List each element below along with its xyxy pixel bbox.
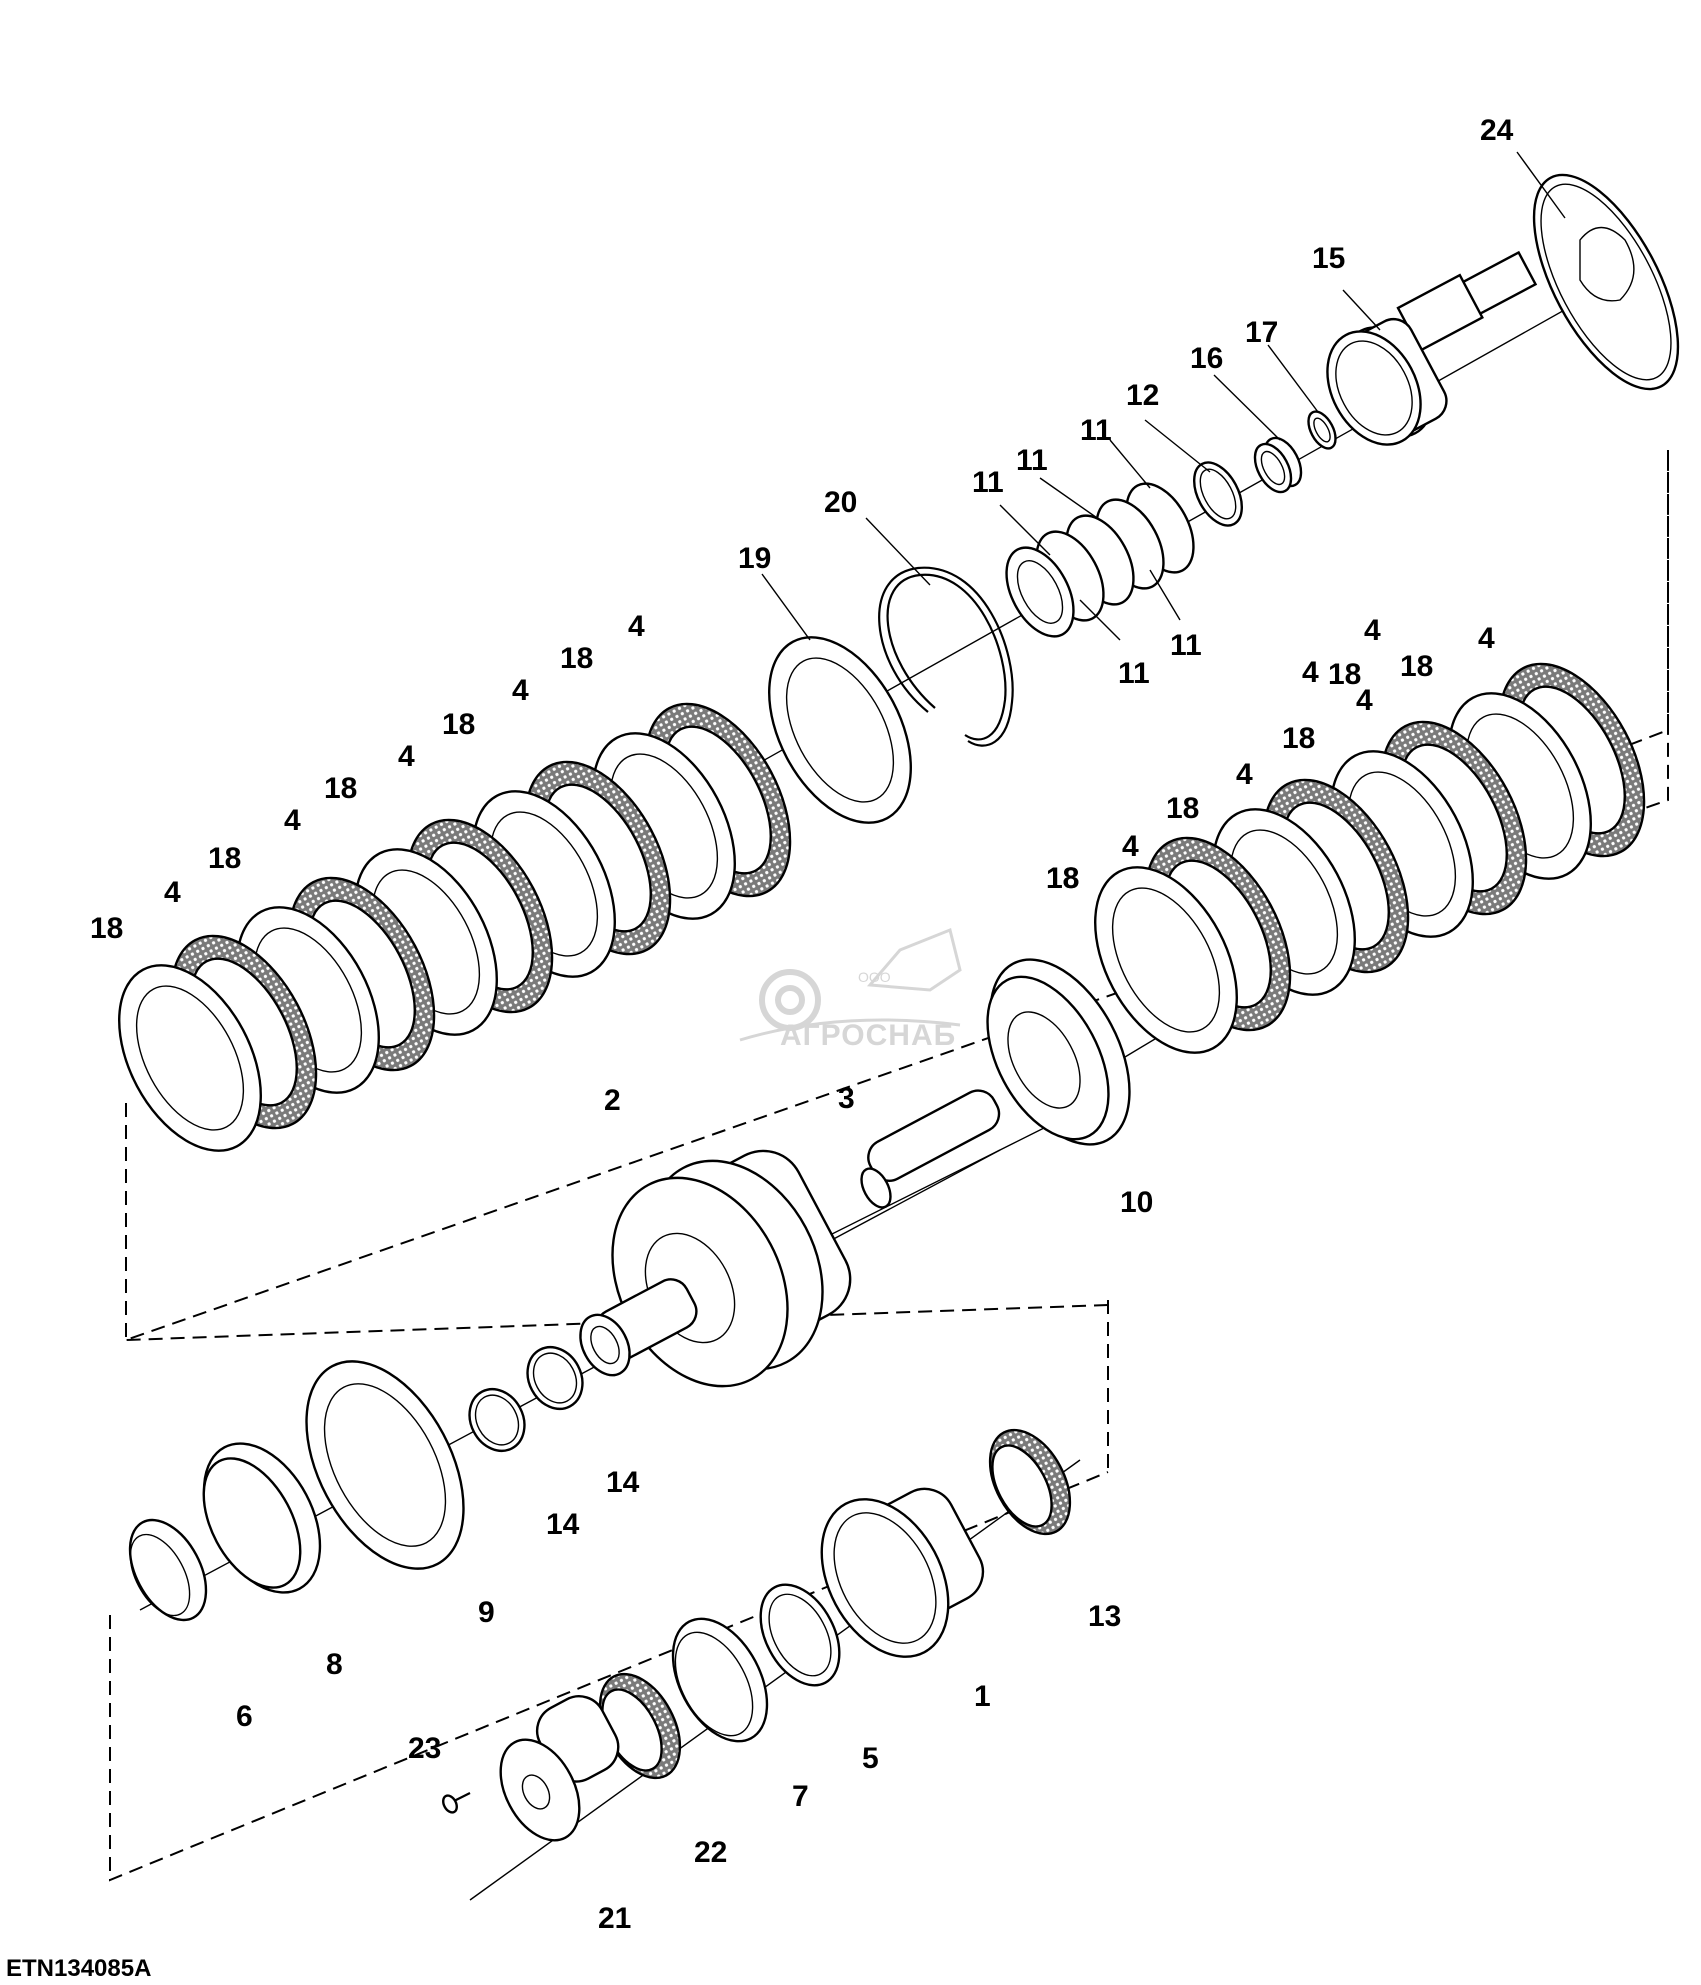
callout-label: 18	[1282, 722, 1315, 755]
part-3-shaft	[860, 1089, 1001, 1209]
callout-label: 8	[326, 1648, 343, 1681]
callout-label: 14	[606, 1466, 640, 1499]
part-24-plate	[1532, 173, 1680, 391]
callout-label: 4	[164, 876, 181, 909]
callout-label: 4	[284, 804, 301, 837]
callout-label: 21	[598, 1902, 631, 1935]
callout-label: 4	[1356, 684, 1373, 717]
callout-label: 4	[628, 610, 645, 643]
callout-label: 20	[824, 486, 857, 519]
part-19-plate	[768, 636, 912, 824]
callout-label: 12	[1126, 379, 1159, 412]
callout-label: 4	[398, 740, 415, 773]
part-6-ring	[128, 1518, 208, 1622]
callout-label: 1	[974, 1680, 991, 1713]
callout-label: 10	[1120, 1186, 1153, 1219]
callout-label: 18	[1046, 862, 1079, 895]
callout-label: 22	[694, 1836, 727, 1869]
watermark-sub: ООО	[858, 969, 891, 985]
callout-label: 17	[1245, 316, 1278, 349]
callout-label: 2	[604, 1084, 621, 1117]
callout-label: 7	[792, 1780, 809, 1813]
callout-label: 24	[1480, 114, 1514, 147]
callout-label: 3	[838, 1082, 855, 1115]
upper-clutch-pack	[118, 702, 792, 1152]
part-20-split-ring	[878, 566, 1014, 747]
callout-label: 11	[972, 466, 1004, 499]
callout-label: 13	[1088, 1600, 1121, 1633]
callout-labels: 24 15 17 16 12 11 11 11 11 11 20 19 4 18…	[90, 114, 1514, 1935]
watermark-logo: ООО АГРОСНАБ	[739, 927, 962, 1052]
callout-label: 4	[1122, 830, 1139, 863]
callout-label: 9	[478, 1596, 495, 1629]
part-16-bushing	[1253, 436, 1303, 494]
callout-label: 4	[512, 674, 529, 707]
part-14-orings	[468, 1346, 584, 1452]
callout-label: 18	[208, 842, 241, 875]
figure-code: ETN134085A	[6, 1955, 151, 1982]
part-9-thrust-plate	[305, 1360, 465, 1570]
callout-label: 11	[1118, 657, 1150, 690]
callout-label: 18	[1166, 792, 1199, 825]
callout-label: 18	[1400, 650, 1433, 683]
part-10-piston	[986, 958, 1131, 1146]
leader-lines	[761, 151, 1566, 641]
lower-clutch-pack	[1094, 662, 1646, 1054]
part-12-snap-ring	[1192, 461, 1244, 527]
center-axes	[139, 289, 1621, 1901]
part-13-bearing	[988, 1428, 1072, 1536]
part-23-bolt	[442, 1792, 471, 1814]
callout-label: 14	[546, 1508, 580, 1541]
part-5-ring	[759, 1583, 841, 1687]
callout-label: 4	[1302, 656, 1319, 689]
part-21-flange	[499, 1695, 620, 1842]
part-8-seal	[202, 1442, 322, 1594]
part-17-ring	[1307, 410, 1337, 450]
callout-label: 19	[738, 542, 771, 575]
callout-label: 18	[1328, 658, 1361, 691]
callout-label: 4	[1364, 614, 1381, 647]
callout-label: 11	[1016, 444, 1048, 477]
part-1-sleeve	[820, 1487, 985, 1658]
callout-label: 11	[1170, 629, 1202, 662]
callout-label: 18	[1046, 862, 1079, 895]
callout-label: 18	[560, 642, 593, 675]
part-15-drum	[1326, 250, 1538, 446]
callout-label: 5	[862, 1742, 879, 1775]
callout-label: 16	[1190, 342, 1223, 375]
callout-label: 6	[236, 1700, 253, 1733]
callout-label: 15	[1312, 242, 1345, 275]
callout-label: 23	[408, 1732, 441, 1765]
callout-label: 18	[90, 912, 123, 945]
callout-label: 4	[1478, 622, 1495, 655]
tractor-icon	[866, 927, 962, 992]
part-2-hub	[579, 1149, 852, 1388]
callout-label: 4	[1236, 758, 1253, 791]
callout-label: 18	[324, 772, 357, 805]
callout-label: 11	[1080, 414, 1112, 447]
part-11-washer-stack	[1005, 482, 1195, 638]
part-7-ring	[671, 1617, 769, 1743]
callout-label: 18	[442, 708, 475, 741]
